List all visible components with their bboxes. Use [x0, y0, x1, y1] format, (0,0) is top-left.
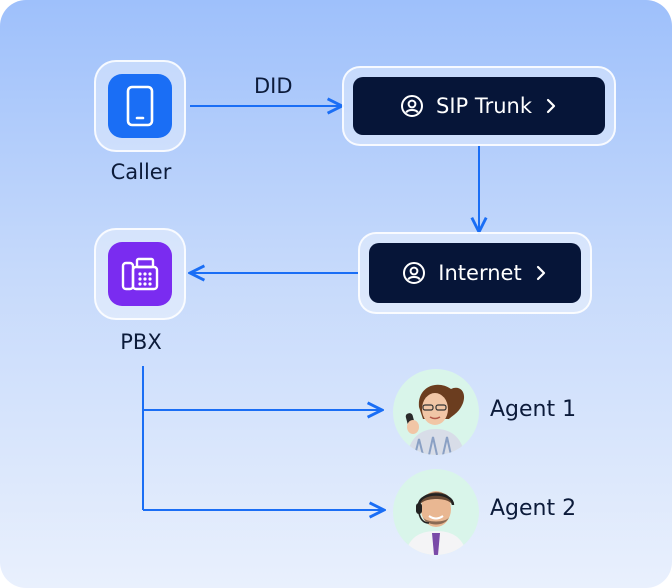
caller-label: Caller: [110, 160, 172, 184]
user-circle-icon: [400, 95, 423, 117]
sip-trunk-label: SIP Trunk: [435, 94, 533, 118]
smartphone-icon: [108, 74, 172, 138]
pbx-label: PBX: [120, 330, 162, 354]
caller-node: [94, 60, 186, 152]
pbx-node: [94, 228, 186, 320]
chevron-right-icon: [536, 265, 545, 281]
internet-node[interactable]: Internet: [358, 232, 592, 314]
agent2-label: Agent 2: [490, 496, 577, 521]
internet-label: Internet: [438, 261, 522, 285]
agent1-avatar: [393, 369, 479, 455]
edge-label-did: DID: [254, 74, 293, 98]
user-circle-icon: [403, 262, 426, 284]
agent1-label: Agent 1: [490, 397, 577, 422]
sip-trunk-node[interactable]: SIP Trunk: [342, 66, 616, 146]
desk-phone-icon: [108, 242, 172, 306]
chevron-right-icon: [546, 98, 556, 114]
agent2-avatar: [393, 469, 479, 555]
